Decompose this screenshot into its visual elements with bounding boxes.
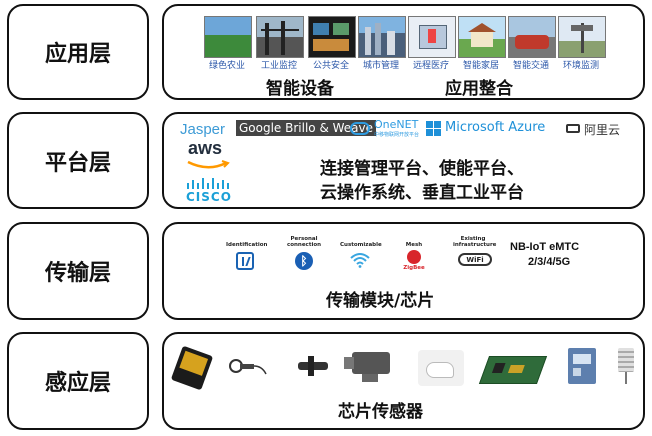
city-management-image (358, 16, 406, 58)
scenario-label: 绿色农业 (208, 61, 245, 71)
smart-devices-label: 智能设备 (266, 79, 334, 99)
circuit-board-icon (478, 356, 548, 384)
layer-label-platform: 平台层 (7, 112, 149, 209)
scenario-label: 城市管理 (362, 61, 399, 71)
chip-sensor-caption: 芯片传感器 (338, 402, 423, 422)
jasper-logo: Jasper (180, 121, 226, 138)
environment-monitoring-image (558, 16, 606, 58)
layer-label-sensing: 感应层 (7, 332, 149, 430)
transport-module-caption: 传输模块/芯片 (326, 291, 435, 311)
fiber-sensor-icon (418, 350, 464, 386)
wifi-signal-icon (350, 253, 370, 268)
scenario-label: 智能交通 (512, 61, 549, 71)
layer-label-application: 应用层 (7, 4, 149, 100)
platform-layer-panel: Jasper Google Brillo & Weave OneNET 中移物联… (162, 112, 645, 209)
aliyun-logo: 阿里云 (584, 123, 621, 137)
wifi-logo-text: WiFi (466, 256, 484, 264)
identification-label: Identification (226, 242, 268, 248)
transport-layer-panel: Identification Personal connection ᛒ Cus… (162, 222, 645, 320)
cisco-logo: CISCO (186, 190, 232, 204)
scenario-label: 环境监测 (562, 61, 599, 71)
personal-connection-label: Personal connection (286, 236, 322, 248)
mesh-label: Mesh (405, 242, 423, 248)
nb-iot-emtc-label: NB-IoT eMTC (510, 241, 580, 253)
customizable-label: Customizable (340, 242, 382, 248)
public-safety-image (308, 16, 356, 58)
windows-logo-icon (426, 121, 441, 136)
remote-medical-image (408, 16, 456, 58)
wifi-logo-icon: WiFi (458, 253, 492, 266)
zigbee-text: ZigBee (403, 265, 425, 271)
scenario-label: 工业监控 (260, 61, 297, 71)
smart-traffic-image (508, 16, 556, 58)
google-brillo-logo: Google Brillo & Weave (236, 120, 377, 136)
onenet-cloud-icon (350, 122, 370, 135)
microsoft-azure-logo: Microsoft Azure (445, 120, 546, 135)
weather-sensor-icon (618, 348, 634, 372)
chip-module-icon (170, 345, 214, 391)
layer-label-transport: 传输层 (7, 222, 149, 320)
smart-home-image (458, 16, 506, 58)
application-layer-panel: 绿色农业 工业监控 公共安全 城市管理 远程医疗 智能家居 智能交通 环境监测 … (162, 4, 645, 100)
aws-logo: aws (188, 138, 223, 158)
platform-description-line1: 连接管理平台、使能平台、 (320, 159, 524, 179)
sensing-layer-panel: 芯片传感器 (162, 332, 645, 430)
nfc-icon (236, 252, 254, 270)
camera-icon (344, 352, 390, 382)
green-agriculture-image (204, 16, 252, 58)
network-generations-label: 2/3/4/5G (528, 256, 571, 268)
scenario-label: 远程医疗 (412, 61, 449, 71)
aws-smile-icon (187, 160, 230, 169)
cisco-bars-icon (187, 178, 229, 189)
existing-infrastructure-label: Existing infrastructure (453, 236, 497, 248)
bluetooth-icon: ᛒ (295, 252, 313, 270)
zigbee-icon (407, 250, 421, 264)
onenet-logo: OneNET (374, 118, 419, 131)
scenario-label: 智能家居 (462, 61, 499, 71)
industrial-monitoring-image (256, 16, 304, 58)
aliyun-icon (566, 124, 580, 133)
cable-sensor-icon (229, 359, 267, 375)
application-integration-label: 应用整合 (445, 79, 513, 99)
meter-box-icon (568, 348, 596, 384)
onenet-subtitle: 中移物联网开放平台 (374, 132, 420, 138)
platform-description-line2: 云操作系统、垂直工业平台 (320, 183, 524, 203)
scenario-label: 公共安全 (312, 61, 349, 71)
